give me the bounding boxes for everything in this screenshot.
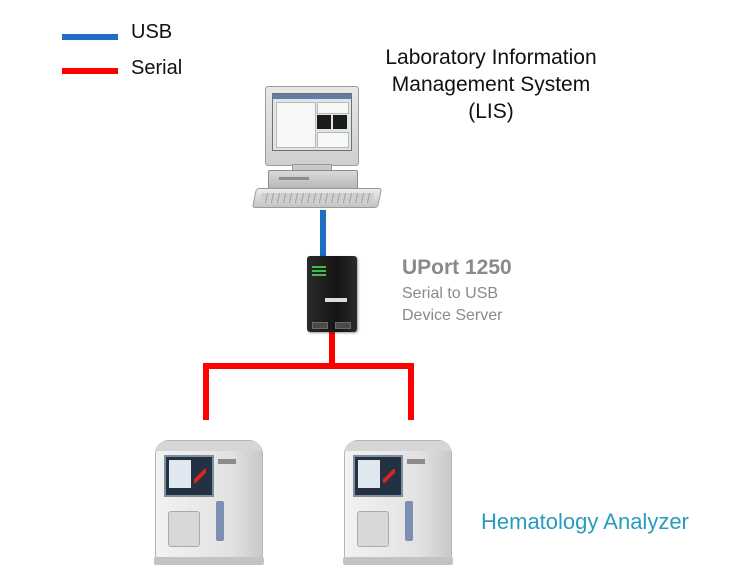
sample-probe: [216, 501, 224, 541]
hematology-analyzer-1: [155, 440, 263, 560]
lis-title-line-1: Laboratory Information: [360, 44, 622, 71]
analyzer-screen: [164, 455, 214, 497]
lis-title-line-2: Management System: [360, 71, 622, 98]
serial-port-1: [312, 322, 328, 329]
sample-tray: [168, 511, 200, 547]
uport-name: UPort 1250: [402, 256, 512, 280]
uport-desc-line-1: Serial to USB: [402, 283, 502, 305]
analyzer-screen: [353, 455, 403, 497]
uport-description: Serial to USB Device Server: [402, 283, 502, 327]
analyzer-logo: [407, 459, 425, 464]
lis-title-line-3: (LIS): [360, 98, 622, 125]
serial-port-2: [335, 322, 351, 329]
analyzer-logo: [218, 459, 236, 464]
lis-monitor: [265, 86, 359, 166]
sample-probe: [405, 501, 413, 541]
uport-led-panel: [312, 266, 326, 276]
sample-tray: [357, 511, 389, 547]
lis-title: Laboratory Information Management System…: [360, 44, 622, 125]
hematology-analyzer-label: Hematology Analyzer: [481, 509, 689, 535]
uport-desc-line-2: Device Server: [402, 305, 502, 327]
uport-logo: [325, 298, 347, 302]
lis-screen: [272, 93, 352, 151]
uport-device: [307, 256, 357, 332]
lis-keyboard: [252, 188, 382, 208]
hematology-analyzer-2: [344, 440, 452, 560]
lis-computer-case: [268, 170, 358, 190]
